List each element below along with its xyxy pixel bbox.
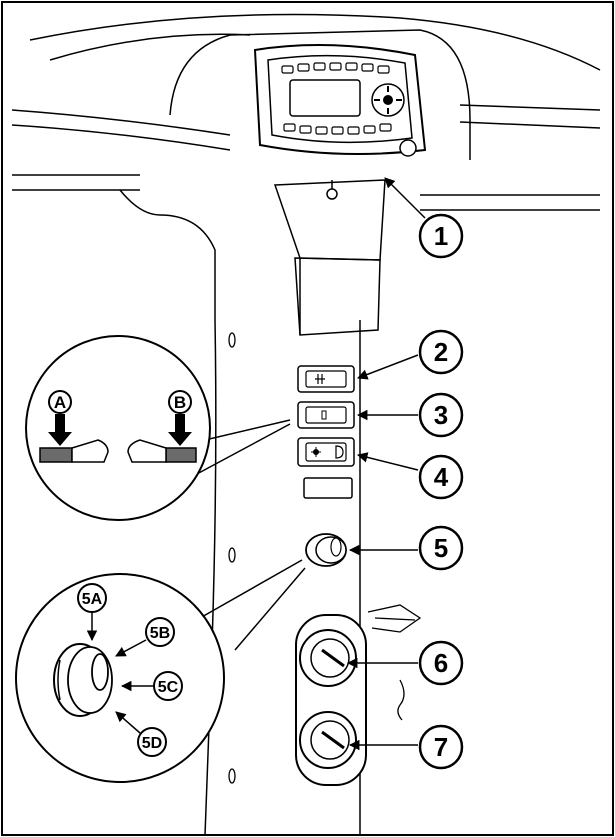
knob-5: [305, 533, 347, 567]
switch-2-rocker: [305, 370, 347, 388]
arrow-b-icon: [168, 414, 192, 446]
console-upper-panel: [273, 179, 386, 336]
rocker-a-raised: [71, 439, 109, 463]
switch-panel: [297, 365, 355, 499]
hvac-knob-housing: [295, 614, 367, 786]
label-a-circle: [48, 390, 72, 414]
callout-1: 1: [418, 213, 464, 259]
callout-5: 5: [418, 525, 464, 571]
callout-4-label: 4: [434, 462, 449, 492]
label-5b: 5B: [150, 625, 170, 642]
callout-3-label: 3: [434, 400, 448, 430]
label-b-circle: [168, 390, 192, 414]
callout-5-label: 5: [434, 533, 448, 563]
callout-2: 2: [418, 329, 464, 375]
rocker-a-pressed: [39, 447, 73, 463]
leader-2: [357, 354, 419, 380]
leader-lines: [346, 177, 426, 751]
label-5c: 5C: [158, 679, 179, 696]
radio-unit: [253, 44, 427, 157]
rocker-b-pressed: [165, 447, 197, 463]
callout-7-label: 7: [434, 732, 448, 762]
radio-display: [289, 79, 361, 117]
callout-1-label: 1: [434, 221, 448, 251]
label-b: B: [174, 393, 186, 412]
callout-4: 4: [418, 454, 464, 500]
arrow-a-icon: [48, 414, 72, 446]
leader-1: [384, 177, 426, 219]
callout-2-label: 2: [434, 337, 448, 367]
knob-6: [310, 638, 350, 678]
callout-6-label: 6: [434, 648, 448, 678]
label-a: A: [54, 393, 66, 412]
knob-7: [310, 720, 350, 760]
rocker-detail-bubble: A B: [25, 335, 291, 521]
roof-linework: [11, 13, 601, 836]
rocker-b-raised: [127, 439, 167, 463]
detail-knob-pointer: [91, 653, 109, 691]
callout-6: 6: [418, 640, 464, 686]
radio-knob: [399, 139, 417, 157]
label-5d: 5D: [142, 735, 162, 752]
callout-3: 3: [418, 392, 464, 438]
label-5a: 5A: [82, 591, 103, 608]
side-detail-linework: [228, 332, 422, 784]
knob-detail-bubble: 5A 5B 5C 5D: [15, 559, 306, 783]
leader-4: [356, 452, 419, 471]
blank-switch-plate: [303, 477, 353, 499]
callout-7: 7: [418, 724, 464, 770]
